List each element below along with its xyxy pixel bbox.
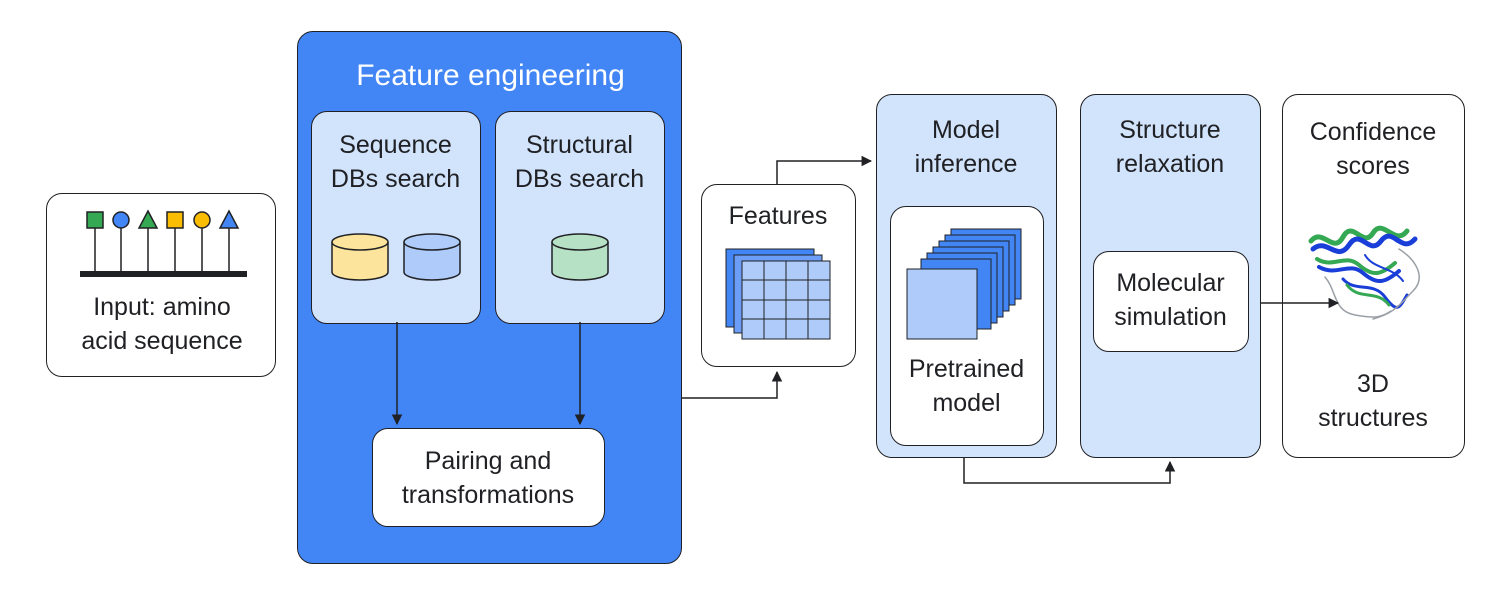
- model-inference-title: Model inference: [914, 116, 1018, 178]
- sequence-dbs-label: Sequence DBs search: [330, 131, 461, 193]
- features-label: Features: [728, 202, 828, 230]
- structural-dbs-box: Structural DBs search: [495, 111, 665, 324]
- molecular-simulation-label: Molecular simulation: [1114, 269, 1227, 331]
- output-box: Confidence scores 3D structures: [1282, 94, 1465, 458]
- amino-acid-chain-icon: [80, 209, 247, 277]
- arrow-model-to-relaxation: [963, 458, 1176, 484]
- model-inference-panel: Model inference Pretrained model: [876, 94, 1057, 458]
- 3d-structures-label: 3D structures: [1318, 370, 1428, 432]
- arrow-features-to-model: [776, 155, 873, 184]
- pretrained-model-box: Pretrained model: [890, 206, 1044, 446]
- input-box: Input: amino acid sequence: [46, 193, 276, 377]
- protein-structure-icon: [1308, 225, 1420, 320]
- sequence-dbs-box: Sequence DBs search: [311, 111, 481, 324]
- structure-relaxation-title: Structure relaxation: [1115, 116, 1225, 178]
- input-label: Input: amino acid sequence: [81, 293, 243, 355]
- feature-engineering-title: Feature engineering: [356, 59, 625, 92]
- pairing-box: Pairing and transformations: [372, 428, 605, 527]
- neural-network-layers-icon: [906, 228, 1022, 340]
- confidence-scores-label: Confidence scores: [1309, 118, 1437, 180]
- arrow-feature-eng-to-features: [682, 370, 783, 399]
- pretrained-model-label: Pretrained model: [908, 355, 1025, 417]
- database-icon: [551, 233, 609, 281]
- pairing-label: Pairing and transformations: [401, 447, 575, 509]
- structure-relaxation-panel: Structure relaxation Molecular simulatio…: [1080, 94, 1261, 458]
- feature-engineering-panel: Feature engineering Sequence DBs search …: [297, 31, 682, 564]
- features-box: Features: [701, 184, 856, 367]
- structural-dbs-label: Structural DBs search: [514, 131, 645, 193]
- feature-grid-icon: [725, 248, 831, 340]
- database-icon: [331, 233, 389, 281]
- database-icon: [403, 233, 461, 281]
- molecular-simulation-box: Molecular simulation: [1093, 251, 1249, 352]
